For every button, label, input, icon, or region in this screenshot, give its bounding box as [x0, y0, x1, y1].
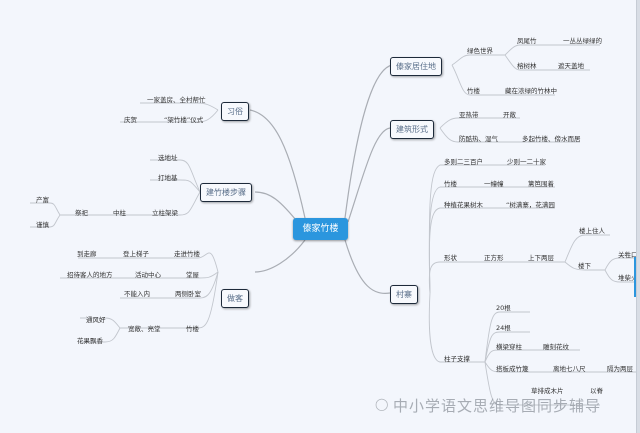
- node-carved[interactable]: 雕刻花纹: [543, 343, 569, 351]
- node-roof[interactable]: 以脊: [590, 387, 603, 395]
- node-hall[interactable]: 堂屋: [186, 271, 199, 279]
- vertical-scrollbar[interactable]: [636, 0, 640, 433]
- node-village[interactable]: 村寨: [390, 285, 418, 304]
- node-split[interactable]: 隔为两层: [607, 365, 633, 373]
- node-banyan-desc[interactable]: 遮天盖地: [558, 62, 584, 70]
- node-bamboo-building-res-desc[interactable]: 藏在浓绿的竹林中: [505, 87, 557, 95]
- node-guest-bamboo[interactable]: 竹楼: [186, 325, 199, 333]
- node-site[interactable]: 选地址: [158, 154, 178, 162]
- node-banyan[interactable]: 榕树林: [517, 62, 537, 70]
- node-village-bamboo[interactable]: 竹楼: [444, 180, 457, 188]
- node-host-place[interactable]: 招待客人的地方: [67, 271, 113, 279]
- node-fragrance[interactable]: 花果飘香: [77, 337, 103, 345]
- node-ceremony[interactable]: “架竹楼”仪式: [164, 116, 204, 124]
- node-height[interactable]: 离地七八尺: [553, 365, 586, 373]
- node-guest[interactable]: 做客: [221, 289, 249, 308]
- node-building-form[interactable]: 建筑形式: [390, 120, 434, 139]
- node-help[interactable]: 一家盖房、全村帮忙: [147, 96, 206, 104]
- node-residence[interactable]: 傣家居住地: [390, 57, 442, 76]
- node-aside[interactable]: 到走廊: [77, 250, 97, 258]
- node-phoenix-desc[interactable]: 一丛丛绿绿的: [563, 37, 602, 45]
- node-enter[interactable]: 走进竹楼: [174, 250, 200, 258]
- node-p20[interactable]: 20根: [496, 304, 511, 312]
- node-pillars[interactable]: 柱子支撑: [444, 355, 470, 363]
- node-ladder[interactable]: 登上梯子: [123, 250, 149, 258]
- node-shape[interactable]: 形状: [444, 254, 457, 262]
- node-celebrate[interactable]: 庆贺: [124, 116, 137, 124]
- node-green-world[interactable]: 绿色世界: [467, 47, 493, 55]
- node-plant[interactable]: 种植花果树木: [444, 201, 483, 209]
- node-firewood[interactable]: 堆柴火: [618, 274, 638, 282]
- node-downstairs[interactable]: 楼下: [578, 262, 591, 270]
- node-tropics[interactable]: 亚热带: [459, 111, 479, 119]
- node-rich[interactable]: 产富: [36, 196, 49, 204]
- node-frame[interactable]: 立柱架梁: [152, 209, 178, 217]
- center-node[interactable]: 傣家竹楼: [293, 218, 348, 240]
- node-middle-pillar[interactable]: 中柱: [113, 209, 126, 217]
- node-ritual[interactable]: 祭祀: [75, 209, 88, 217]
- node-floor[interactable]: 搭板成竹篾: [496, 365, 529, 373]
- wechat-icon: ◯: [375, 397, 389, 411]
- node-no-enter[interactable]: 不能入内: [124, 290, 150, 298]
- node-spacious[interactable]: 宽敞、亮堂: [128, 325, 161, 333]
- node-one-by-one[interactable]: 一幢幢: [484, 180, 504, 188]
- node-bedroom[interactable]: 两侧卧室: [175, 290, 201, 298]
- node-garden[interactable]: “树满寨，花满园: [506, 201, 555, 209]
- node-surround[interactable]: 篱笆围着: [528, 180, 554, 188]
- node-foundation[interactable]: 打地基: [158, 174, 178, 182]
- node-custom[interactable]: 习俗: [221, 102, 249, 121]
- node-open[interactable]: 开敞: [503, 111, 516, 119]
- node-thatch[interactable]: 草排成木片: [531, 387, 564, 395]
- node-livestock[interactable]: 关牲口: [618, 251, 638, 259]
- node-phoenix-bamboo[interactable]: 凤尾竹: [517, 37, 537, 45]
- node-households[interactable]: 多则二三百户: [444, 158, 483, 166]
- node-steps[interactable]: 建竹楼步骤: [200, 183, 252, 202]
- node-beams[interactable]: 横梁穿柱: [496, 343, 522, 351]
- node-bamboo-building-res[interactable]: 竹楼: [467, 87, 480, 95]
- watermark: 中小学语文思维导图同步辅导: [393, 397, 602, 415]
- node-upstairs[interactable]: 楼上住人: [579, 227, 605, 235]
- node-households-few[interactable]: 少则一二十家: [507, 158, 546, 166]
- node-two-floors[interactable]: 上下两层: [528, 254, 554, 262]
- node-heat-moisture[interactable]: 防酷热、湿气: [459, 135, 498, 143]
- node-sorrow[interactable]: 谨慎: [36, 221, 49, 229]
- node-square[interactable]: 正方形: [484, 254, 504, 262]
- node-activity[interactable]: 活动中心: [135, 271, 161, 279]
- node-heat-desc[interactable]: 多起竹楼、傍水而居: [522, 135, 581, 143]
- node-p24[interactable]: 24根: [496, 324, 511, 332]
- node-ventilate[interactable]: 通风好: [86, 316, 106, 324]
